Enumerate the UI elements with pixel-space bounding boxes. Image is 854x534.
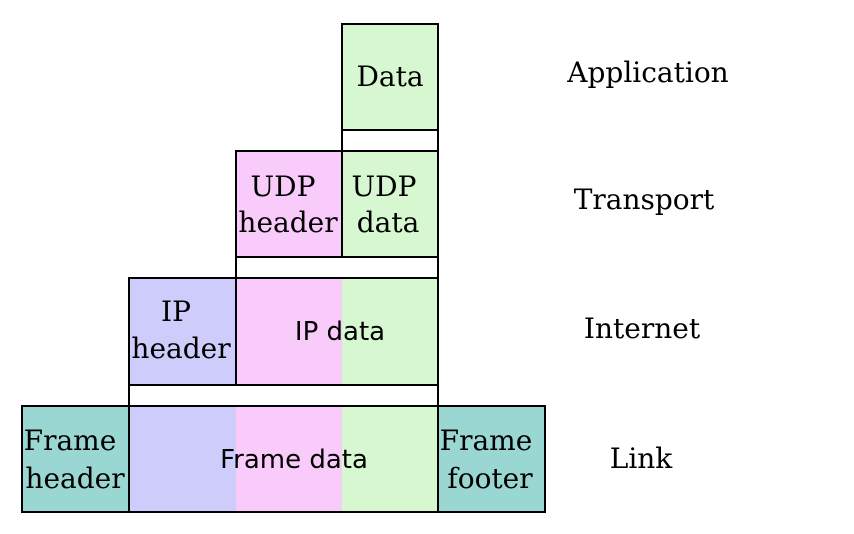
layer-label-application: Application [566, 56, 728, 89]
application-data-block [341, 23, 439, 131]
application-gap-block [341, 129, 439, 152]
ip-header-block [128, 277, 237, 386]
frame-footer-label-line2: footer [447, 462, 533, 495]
frame-header-label-line1: Frame [24, 424, 117, 457]
frame-data-label: Frame data [220, 445, 368, 475]
udp-header-label-line1: UDP [251, 170, 316, 203]
udp-data-label-line1: UDP [352, 170, 417, 203]
udp-header-label-line2: header [238, 206, 338, 239]
layer-label-link: Link [610, 442, 674, 475]
application-data-label: Data [356, 60, 423, 93]
frame-header-label-line2: header [25, 462, 125, 495]
ip-header-label-line2: header [131, 332, 231, 365]
frame-footer-label-line1: Frame [440, 424, 533, 457]
frame-header-block [21, 405, 130, 513]
frame-data-block [128, 405, 439, 513]
layer-label-internet: Internet [584, 312, 701, 345]
internet-gap-block [128, 384, 439, 407]
udp-header-block [235, 150, 343, 258]
ip-header-label-line1: IP [161, 295, 191, 328]
frame-footer-block [437, 405, 546, 513]
ip-data-block [235, 277, 439, 386]
layer-label-transport: Transport [574, 183, 715, 216]
udp-data-label-line2: data [357, 206, 420, 239]
transport-gap-block [235, 256, 439, 279]
udp-data-block [341, 150, 439, 258]
ip-data-label: IP data [295, 317, 385, 347]
